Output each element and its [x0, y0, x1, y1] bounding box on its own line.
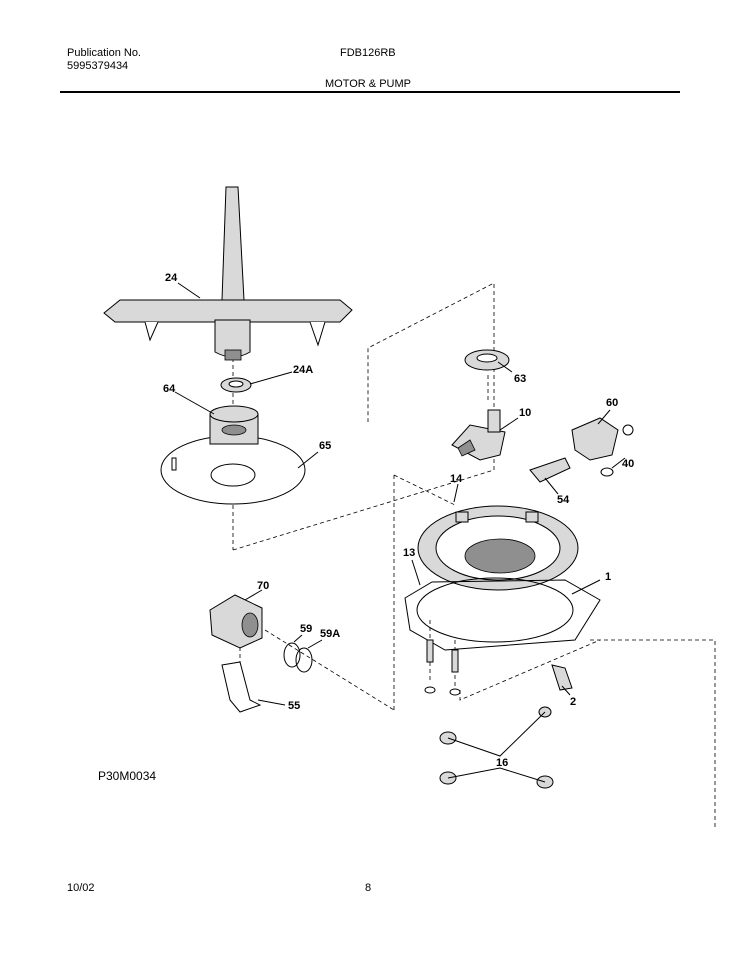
callout-63: 63 [514, 373, 526, 385]
sump-assembly-part [404, 505, 601, 651]
callout-labels: 24 24A 64 65 63 10 60 40 54 14 13 1 70 5… [163, 272, 634, 769]
callout-24a: 24A [293, 364, 313, 376]
publication-label: Publication No. [67, 47, 141, 59]
callout-65: 65 [319, 440, 331, 452]
callout-13: 13 [403, 547, 415, 559]
callout-60: 60 [606, 397, 618, 409]
callout-14: 14 [450, 473, 463, 485]
impeller-disc-part [464, 349, 510, 371]
callout-70: 70 [257, 580, 269, 592]
motor-part [209, 594, 263, 649]
callout-55: 55 [288, 700, 300, 712]
section-title: MOTOR & PUMP [325, 78, 411, 90]
callout-24: 24 [165, 272, 178, 284]
callout-2: 2 [570, 696, 576, 708]
page-number: 8 [365, 882, 372, 894]
valve-housing-part [451, 409, 506, 461]
motor-bracket-part [221, 661, 262, 713]
header-rule [60, 91, 680, 93]
callout-59a: 59A [320, 628, 340, 640]
publication-number: 5995379434 [67, 60, 129, 72]
pump-cover-part [160, 405, 306, 505]
drain-valve-part [571, 417, 634, 477]
clip-part [551, 664, 573, 691]
callout-16: 16 [496, 757, 508, 769]
callout-64: 64 [163, 383, 176, 395]
bearing-ring-part [220, 377, 252, 393]
callout-leaders [174, 282, 626, 783]
spray-arm-part [103, 186, 353, 361]
drain-hose-part [529, 457, 571, 483]
callout-10: 10 [519, 407, 531, 419]
callout-59: 59 [300, 623, 312, 635]
o-ring-pair-part [283, 642, 313, 673]
footer-date: 10/02 [67, 882, 95, 894]
model-number: FDB126RB [340, 47, 396, 59]
drawing-code: P30M0034 [98, 769, 156, 783]
callout-1: 1 [605, 571, 611, 583]
callout-54: 54 [557, 494, 570, 506]
callout-40: 40 [622, 458, 634, 470]
mounting-screws-part [424, 639, 461, 696]
